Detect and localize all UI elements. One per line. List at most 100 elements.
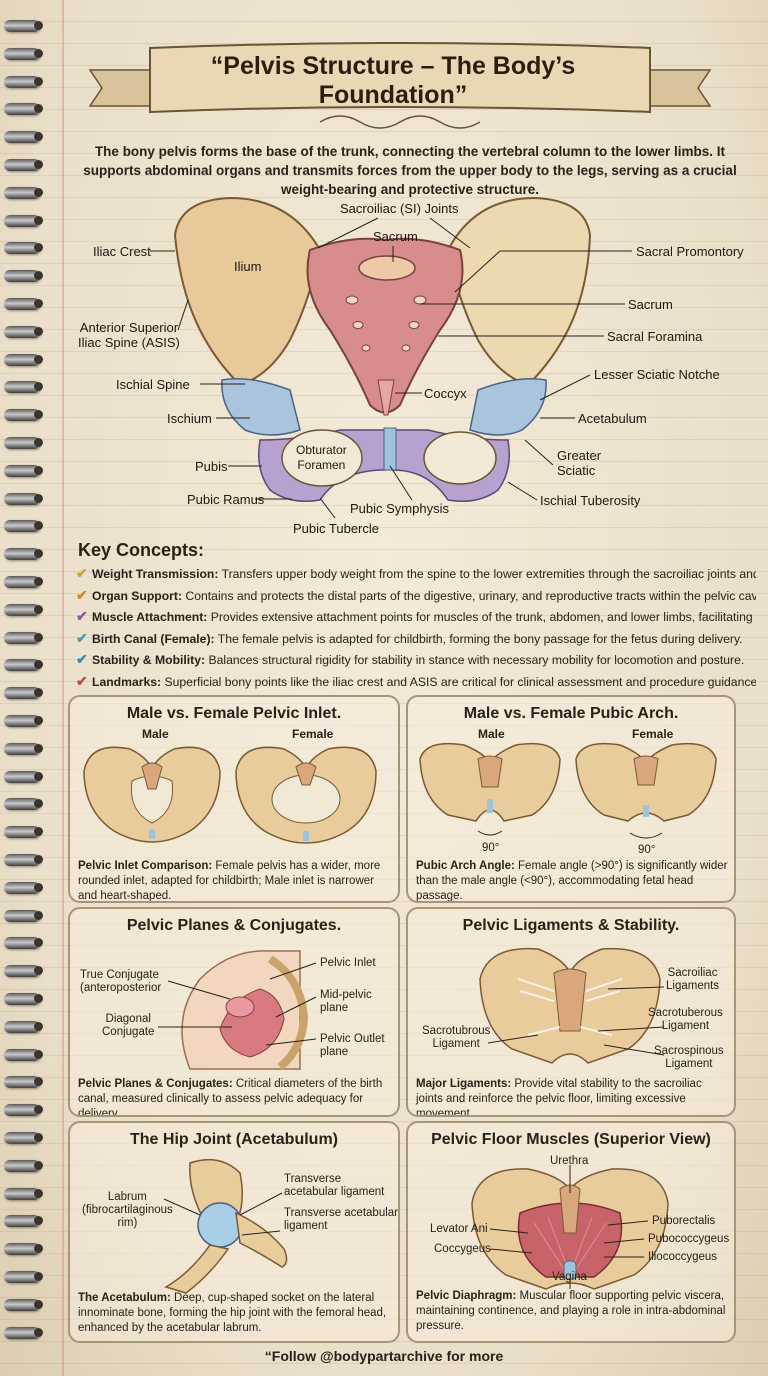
panel-hip-title: The Hip Joint (Acetabulum): [130, 1131, 338, 1148]
key-concept-item: ✔ Birth Canal (Female): The female pelvis…: [76, 628, 756, 650]
label-asis-line1: Anterior Superior: [79, 320, 179, 335]
spiral-ring: [4, 631, 43, 644]
floor-levator-ani: Levator Ani: [430, 1223, 488, 1235]
label-iliac-crest: Iliac Crest: [93, 244, 151, 259]
spiral-ring: [4, 353, 43, 366]
label-ilium: Ilium: [234, 259, 262, 274]
hip-labrum-line1: Labrum: [107, 1191, 147, 1203]
spiral-ring: [4, 993, 43, 1005]
arch-caption-text: Female angle (>90°) is significantly wid…: [416, 860, 728, 902]
spiral-ring: [4, 1271, 43, 1283]
key-concept-term: Organ Support:: [92, 588, 183, 603]
panel-pelvic-inlet: Male vs. Female Pelvic Inlet. Male Femal…: [68, 695, 400, 903]
planes-inlet: Pelvic Inlet: [320, 957, 376, 969]
spiral-ring: [4, 909, 43, 922]
label-lesser-sciatic-notch: Lesser Sciatic Notche: [594, 367, 720, 382]
lig-sacrotuberous-line2: Ligament: [661, 1020, 710, 1032]
ligaments-caption: Major Ligaments: Provide vital stability…: [416, 1077, 728, 1115]
hip-tal2-line2: ligament: [284, 1220, 328, 1232]
planes-true-conjugate: True Conjugate(anteroposterior: [80, 969, 161, 995]
label-greater-sciatic-line1: Greater: [557, 448, 602, 463]
spiral-ring: [4, 1048, 43, 1061]
arch-male-angle: 90°: [482, 842, 500, 854]
spiral-ring: [4, 1132, 43, 1144]
inlet-illustration: [83, 746, 377, 844]
key-concepts-heading: Key Concepts:: [78, 540, 205, 560]
planes-outlet-line2: plane: [320, 1046, 349, 1058]
spiral-ring: [4, 131, 43, 144]
spiral-ring: [4, 826, 43, 839]
label-acetabulum: Acetabulum: [578, 411, 647, 426]
spiral-ring: [4, 854, 43, 866]
hip-labrum-line2: (fibrocartilaginous: [82, 1204, 173, 1216]
label-sacroiliac-joints: Sacroiliac (SI) Joints: [340, 201, 459, 216]
label-coccyx: Coccyx: [424, 386, 467, 401]
spiral-ring: [4, 270, 43, 283]
key-concept-item: ✔Landmarks: Superficial bony points like…: [76, 671, 756, 693]
spiral-ring: [4, 715, 43, 727]
key-concept-term: Landmarks:: [92, 674, 162, 689]
label-obturator-line1: Obturator: [296, 443, 347, 457]
spiral-ring: [4, 576, 43, 588]
check-icon: ✔: [76, 629, 88, 646]
title-banner: [88, 42, 712, 129]
label-sacrum-top: Sacrum: [373, 229, 418, 244]
spiral-ring: [4, 937, 43, 950]
inlet-male-label: Male: [142, 727, 169, 741]
spiral-ring: [4, 103, 43, 116]
spiral-ring: [4, 1298, 43, 1311]
hip-tal-line1: Transverse: [284, 1173, 342, 1185]
arch-caption-term: Pubic Arch Angle:: [416, 860, 515, 872]
planes-mid-line1: Mid-pelvic: [320, 989, 372, 1001]
hip-labrum-line3: rim): [117, 1217, 138, 1229]
inlet-caption-text: Female pelvis has a wider, more rounded …: [78, 860, 381, 902]
label-sacral-promontory: Sacral Promontory: [636, 244, 744, 259]
arch-caption: Pubic Arch Angle: Female angle (>90°) is…: [416, 859, 728, 902]
key-concepts-list: ✔ Weight Transmission: Transfers upper bo…: [76, 563, 756, 692]
lig-sacrotuberous-line1: Sacrotuberous: [648, 1007, 723, 1019]
main-pelvis-diagram: [150, 196, 632, 519]
key-concept-text: Transfers upper body weight from the spi…: [221, 567, 756, 581]
label-pubic-ramus: Pubic Ramus: [187, 492, 265, 507]
page-title: “Pelvis Structure – The Body’s Foundatio…: [210, 52, 576, 109]
key-concept-term: Birth Canal (Female):: [92, 631, 215, 646]
planes-true-conjugate-line1: True Conjugate: [80, 969, 159, 981]
inlet-caption-term: Pelvic Inlet Comparison:: [78, 860, 213, 872]
panel-ligaments-title: Pelvic Ligaments & Stability.: [462, 917, 680, 934]
check-icon: ✔: [76, 608, 88, 624]
spiral-ring: [4, 965, 43, 978]
label-ischial-spine: Ischial Spine: [116, 377, 190, 392]
label-greater-sciatic-line2: Sciatic: [557, 463, 596, 478]
panel-hip-joint: The Hip Joint (Acetabulum) Labrum(fibroc…: [68, 1121, 400, 1343]
label-sacrum-right: Sacrum: [628, 297, 673, 312]
hip-tal2-line1: Transverse acetabular: [284, 1207, 398, 1219]
margin-line: [62, 0, 64, 1376]
right-ischium: [469, 378, 547, 436]
key-concept-item: ✔Muscle Attachment: Provides extensive a…: [76, 606, 756, 628]
spiral-ring: [4, 242, 43, 255]
arch-male-label: Male: [478, 727, 505, 741]
label-pubic-tubercle: Pubic Tubercle: [293, 521, 379, 536]
planes-caption-term: Pelvic Planes & Conjugates:: [78, 1078, 233, 1090]
panel-pelvic-ligaments: Pelvic Ligaments & Stability. Sacroiliac…: [406, 907, 736, 1117]
spiral-binding: [0, 20, 44, 1360]
check-icon: ✔: [76, 651, 88, 667]
hip-illustration: [163, 1158, 288, 1294]
panel-inlet-title: Male vs. Female Pelvic Inlet.: [126, 705, 342, 722]
key-concept-term: Weight Transmission:: [92, 567, 219, 581]
panel-pelvic-floor: Pelvic Floor Muscles (Superior View) Ure…: [406, 1121, 736, 1343]
planes-diagonal-line1: Diagonal: [105, 1013, 151, 1025]
spiral-ring: [4, 214, 43, 227]
key-concept-text: The female pelvis is adapted for childbi…: [214, 631, 743, 646]
left-ilium: [173, 196, 322, 387]
planes-caption: Pelvic Planes & Conjugates: Critical dia…: [78, 1077, 392, 1115]
footer-follow: “Follow @bodypartarchive for more: [264, 1348, 504, 1364]
key-concept-item: ✔Organ Support: Contains and protects th…: [76, 585, 756, 607]
